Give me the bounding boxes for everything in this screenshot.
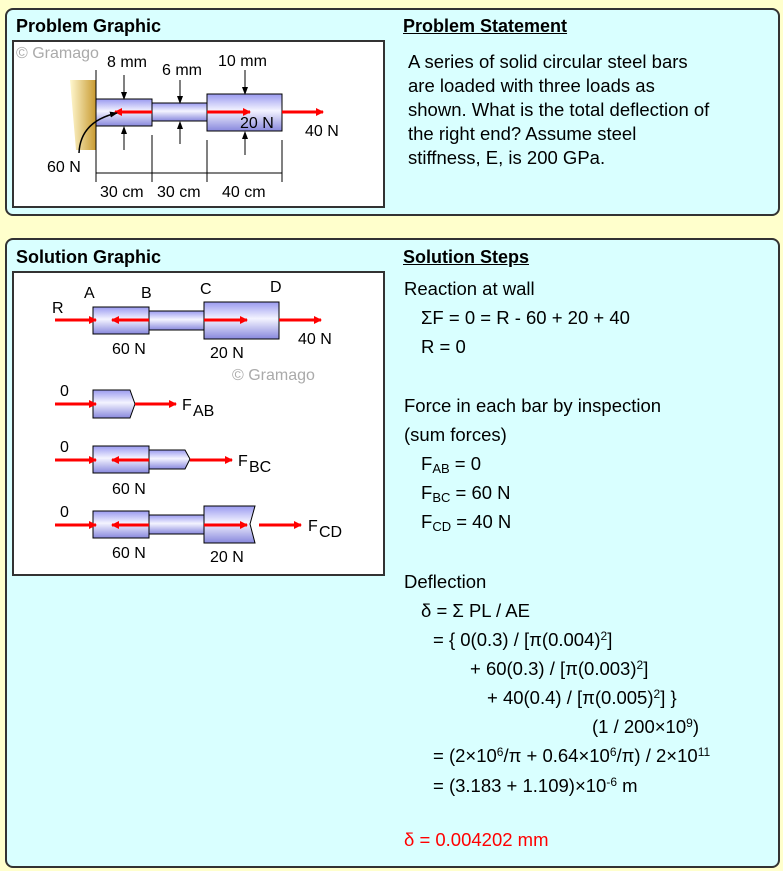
4-text: stiffness, E, is 200 GPa. <box>408 147 606 168</box>
answer: δ = 0.004202 mm <box>404 829 549 850</box>
bc-val-text: = 60 N <box>450 482 511 503</box>
d2a-text: = { 0(0.3) / [π(0.004) <box>433 629 601 650</box>
reaction-heading-text: Reaction at wall <box>404 278 535 299</box>
cd-val-text: = 40 N <box>451 511 512 532</box>
d7b-text: m <box>617 775 638 796</box>
d6e2-text: 6 <box>609 745 617 759</box>
f60-text: 60 N <box>112 545 146 562</box>
f60-text: 60 N <box>112 341 146 358</box>
force-heading-text: Force in each bar by inspection <box>404 395 662 416</box>
d1-text: 8 mm <box>107 54 147 71</box>
problem-graphic-title: Problem Graphic <box>16 16 162 36</box>
wall <box>70 80 96 150</box>
zero-text: 0 <box>60 439 69 456</box>
problem-graphic: © Gramago 8 mm 6 mm 10 mm 20 N 40 N <box>12 40 385 208</box>
d4b-text: ] } <box>660 687 677 708</box>
1-text: are loaded with three loads as <box>408 75 655 96</box>
d4a-text: + 40(0.4) / [π(0.005) <box>487 687 654 708</box>
R-text: R <box>52 300 64 317</box>
diagram-line <box>148 514 205 535</box>
load-right-text: 40 N <box>305 123 339 140</box>
sub-cd-text: CD <box>319 524 342 541</box>
sum-eq-text: ΣF = 0 = R - 60 + 20 + 40 <box>421 307 630 328</box>
solution-graphic-title: Solution Graphic <box>16 247 162 267</box>
F-text: F <box>238 453 248 470</box>
r-eq-text: R = 0 <box>421 336 466 357</box>
F-text: F <box>421 482 433 503</box>
d6a-text: = (2×10 <box>433 745 497 766</box>
d3a-text: + 60(0.3) / [π(0.003) <box>470 658 637 679</box>
B-text: B <box>141 285 152 302</box>
f40-text: 40 N <box>298 331 332 348</box>
solution-steps-title: Solution Steps <box>403 247 529 267</box>
F-text: F <box>182 397 192 414</box>
f60-text: 60 N <box>112 481 146 498</box>
watermark: © Gramago <box>232 367 315 384</box>
cut-bc <box>148 449 191 470</box>
watermark: © Gramago <box>16 45 99 62</box>
d6b-text: /π + 0.64×10 <box>503 745 610 766</box>
ab-text: AB <box>432 461 450 476</box>
deflection-heading-text: Deflection <box>404 571 487 592</box>
load-left-text: 60 N <box>47 159 81 176</box>
len3-text: 40 cm <box>222 184 266 201</box>
2-text: shown. What is the total deflection of <box>408 99 710 120</box>
leader-arrow <box>78 111 118 154</box>
sub-ab-text: AB <box>193 403 214 420</box>
d3b-text: ] <box>643 658 649 679</box>
f20-text: 20 N <box>210 549 244 566</box>
F-text: F <box>308 518 318 535</box>
problem-statement-title: Problem Statement <box>403 16 568 36</box>
A-text: A <box>84 285 95 302</box>
C-text: C <box>200 281 212 298</box>
d5e-text: 9 <box>686 716 693 730</box>
force-sub-text: (sum forces) <box>404 424 507 445</box>
ab-val-text: = 0 <box>449 453 482 474</box>
sq-text: 2 <box>636 658 644 672</box>
d7a-text: = (3.183 + 1.109)×10 <box>433 775 607 796</box>
load-mid-text: 20 N <box>240 115 274 132</box>
d2-text: 6 mm <box>162 62 202 79</box>
zero-text: 0 <box>60 504 69 521</box>
3-text: the right end? Assume steel <box>408 123 637 144</box>
zero-text: 0 <box>60 383 69 400</box>
cd-text: CD <box>432 519 452 534</box>
D-text: D <box>270 279 282 296</box>
d1-text: δ = Σ PL / AE <box>421 600 530 621</box>
bar-bc <box>151 102 208 122</box>
d7e-text: -6 <box>606 775 617 789</box>
d6e1-text: 6 <box>496 745 504 759</box>
bar-bc <box>148 310 205 331</box>
f20-text: 20 N <box>210 345 244 362</box>
d5a-text: (1 / 200×10 <box>592 716 687 737</box>
d2b-text: ] <box>607 629 613 650</box>
d6e3-text: 11 <box>697 745 711 759</box>
problem-figure: © Gramago 8 mm 6 mm 10 mm 20 N 40 N <box>16 45 339 201</box>
sq-text: 2 <box>653 687 661 701</box>
sub-bc-text: BC <box>249 459 271 476</box>
len1-text: 30 cm <box>100 184 144 201</box>
d5b-text: ) <box>692 716 699 737</box>
F-text: F <box>421 453 433 474</box>
cut-ab <box>92 389 136 419</box>
F-text: F <box>421 511 433 532</box>
sq-text: 2 <box>600 629 608 643</box>
0-text: A series of solid circular steel bars <box>408 51 688 72</box>
d6c-text: /π) / 2×10 <box>616 745 698 766</box>
bc-text: BC <box>432 490 451 505</box>
d3-text: 10 mm <box>218 53 267 70</box>
len2-text: 30 cm <box>157 184 201 201</box>
